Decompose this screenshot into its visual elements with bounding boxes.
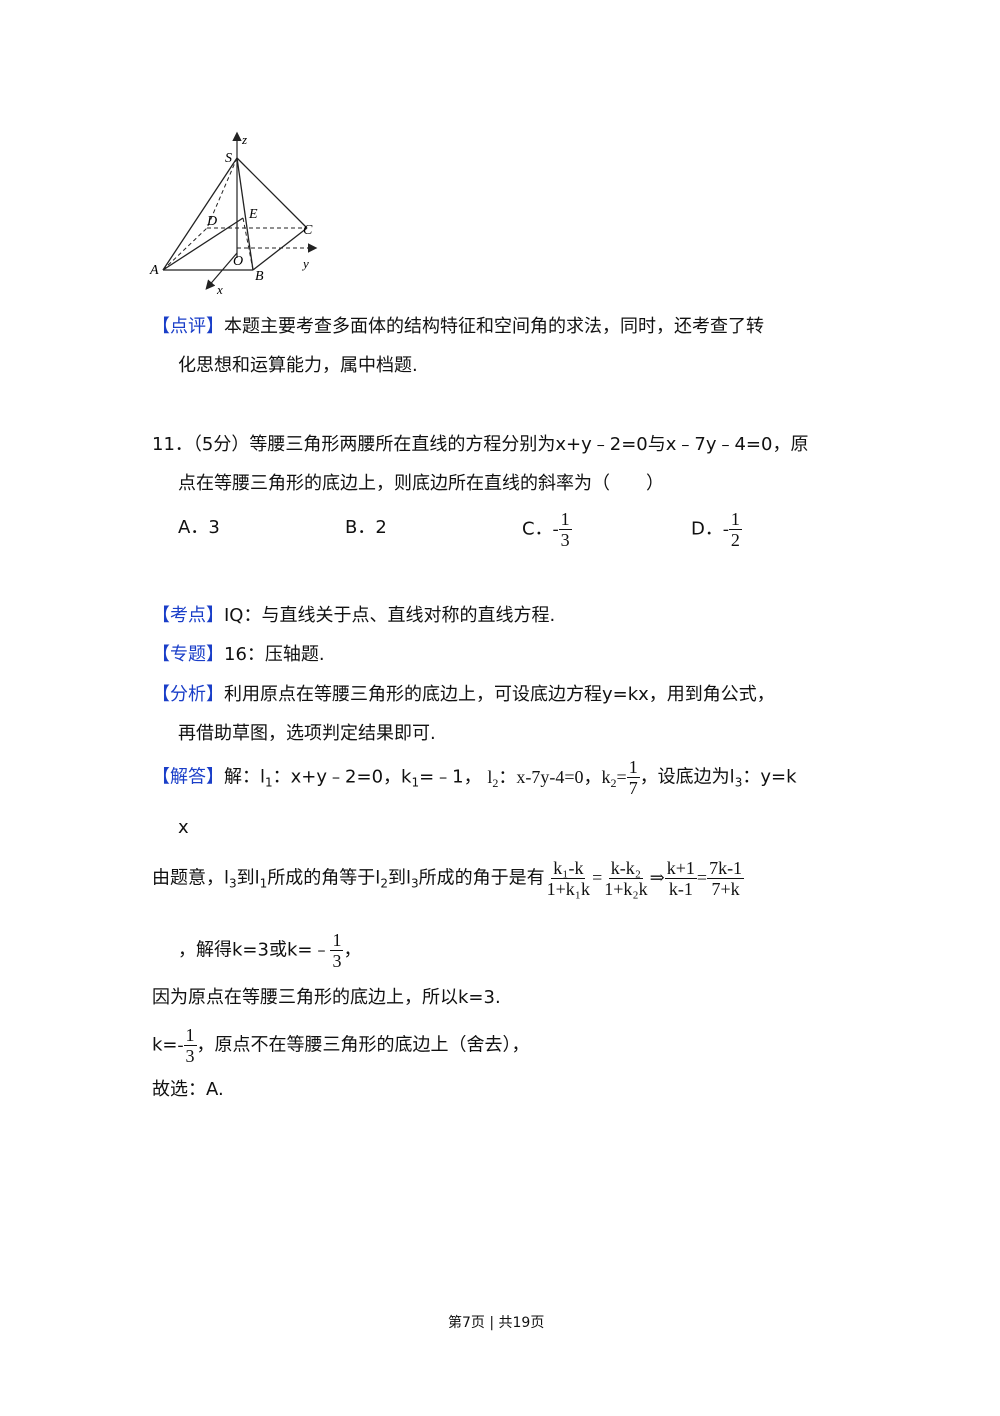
page-footer: 第7页 | 共19页 bbox=[448, 1315, 545, 1331]
label-B: B bbox=[255, 269, 264, 284]
fenxi-tag: 【分析】 bbox=[152, 684, 224, 705]
pyramid-figure: S z D E C A O B y x bbox=[149, 131, 318, 297]
zhuanti-line: 【专题】16：压轴题. bbox=[152, 644, 325, 665]
comment-line2: 化思想和运算能力，属中档题. bbox=[178, 355, 418, 376]
option-b: B．2 bbox=[345, 517, 387, 538]
zhuanti-tag: 【专题】 bbox=[152, 644, 224, 665]
question-line2: 点在等腰三角形的底边上，则底边所在直线的斜率为（ ） bbox=[178, 473, 664, 494]
label-x: x bbox=[216, 282, 223, 297]
fenxi-line1: 【分析】利用原点在等腰三角形的底边上，可设底边方程y=kx，用到角公式， bbox=[152, 684, 775, 705]
comment-line1: 【点评】本题主要考查多面体的结构特征和空间角的求法，同时，还考查了转 bbox=[152, 316, 764, 337]
kaodian-tag: 【考点】 bbox=[152, 605, 224, 626]
question-line1: 11．（5分）等腰三角形两腰所在直线的方程分别为x+y﹣2=0与x﹣7y﹣4=0… bbox=[152, 434, 809, 455]
label-z: z bbox=[241, 132, 247, 147]
label-D: D bbox=[206, 214, 217, 229]
answer-line: 故选：A. bbox=[152, 1079, 224, 1100]
label-E: E bbox=[248, 207, 258, 222]
label-S: S bbox=[225, 151, 232, 166]
option-a: A．3 bbox=[178, 517, 220, 538]
jieda-wrap: x bbox=[178, 817, 189, 838]
kaodian-line: 【考点】IQ：与直线关于点、直线对称的直线方程. bbox=[152, 605, 556, 626]
because-line: 因为原点在等腰三角形的底边上，所以k=3. bbox=[152, 987, 501, 1008]
label-C: C bbox=[303, 223, 313, 238]
comment-tag: 【点评】 bbox=[152, 316, 224, 337]
label-A: A bbox=[149, 263, 159, 278]
jieda-line1: 【解答】解：l1：x+y﹣2=0，k1=﹣1， l2：x-7y-4=0，k2=1… bbox=[152, 757, 797, 798]
label-y: y bbox=[301, 256, 309, 271]
label-O: O bbox=[233, 254, 243, 269]
jieda-tag: 【解答】 bbox=[152, 766, 224, 788]
fenxi-line2: 再借助草图，选项判定结果即可. bbox=[178, 723, 436, 744]
